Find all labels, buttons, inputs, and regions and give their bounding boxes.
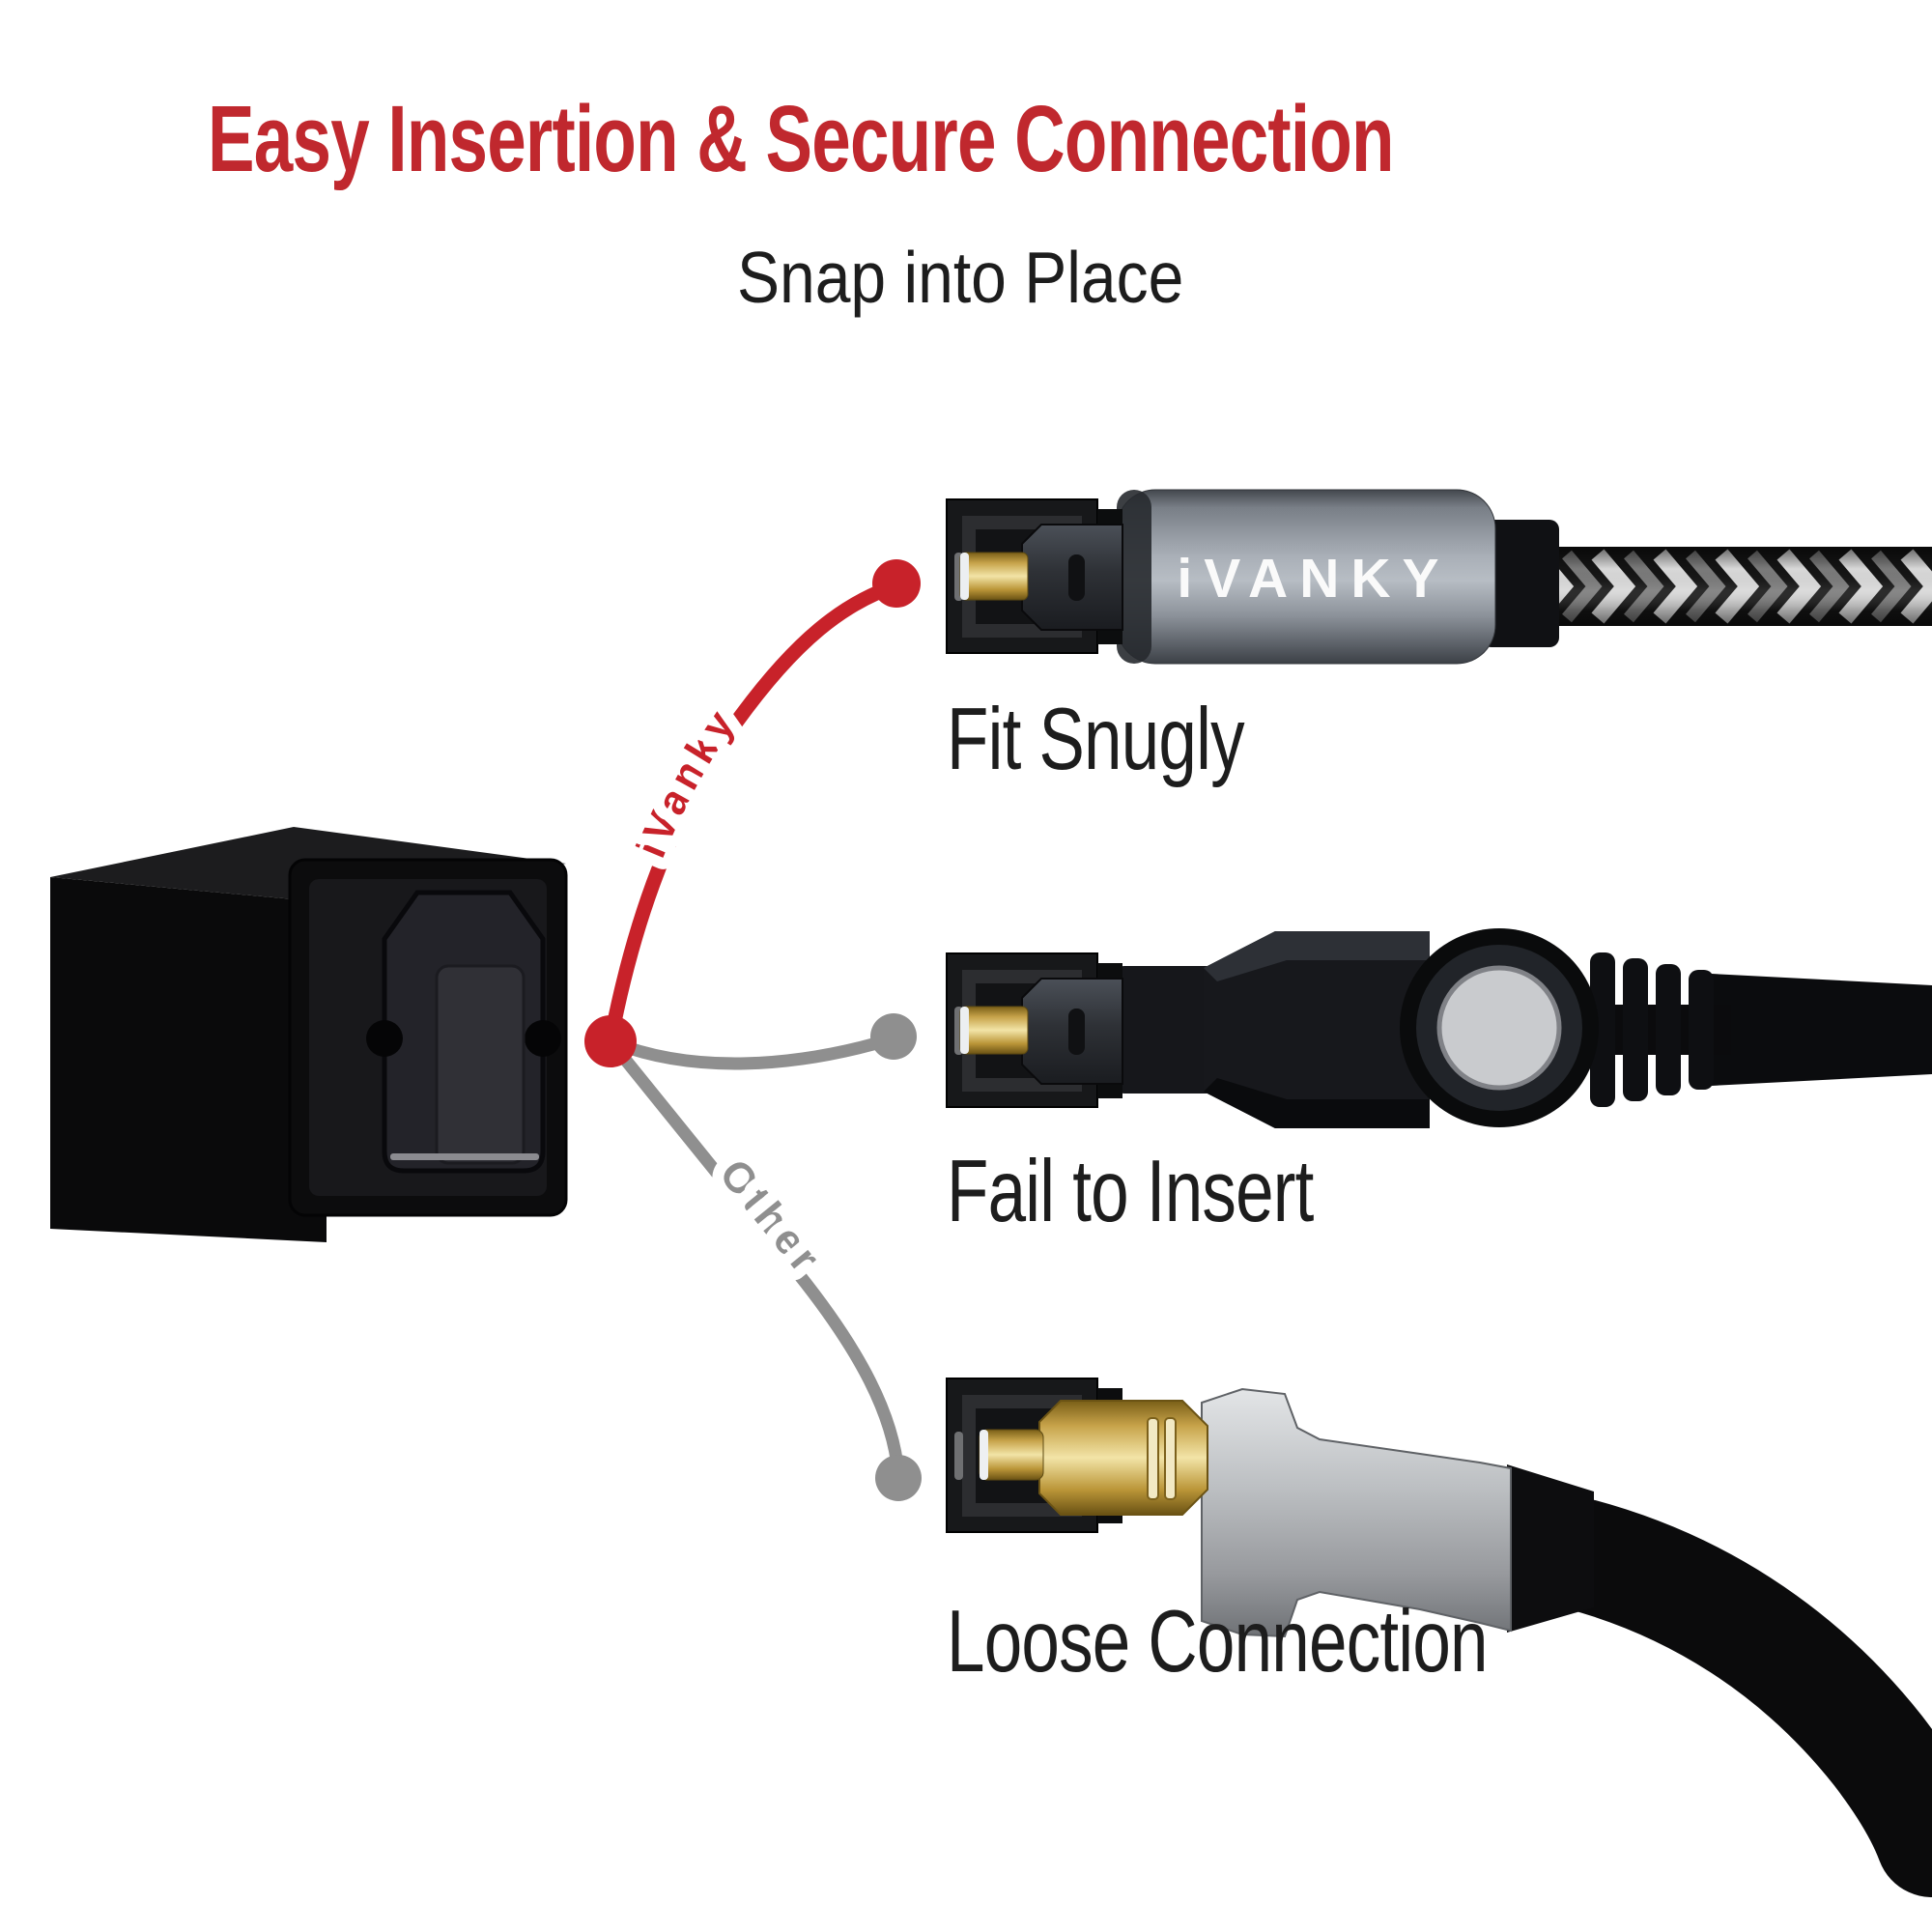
strain-rib (1689, 970, 1714, 1090)
ivanky-line-label: iVanky (628, 698, 746, 864)
silver-housing (1201, 1387, 1512, 1638)
cable-collar (1482, 520, 1559, 647)
plain-cable (1712, 974, 1932, 1086)
port-side-face (50, 877, 327, 1242)
port-notch-left (366, 1020, 403, 1057)
label-fail-to-insert: Fail to Insert (947, 1143, 1314, 1240)
other-line-label: Other (710, 1151, 831, 1284)
page-title: Easy Insertion & Secure Connection (208, 86, 1394, 191)
faceted-body-top (1204, 931, 1430, 981)
round-barrel-connector (946, 928, 1932, 1128)
cable-neck (1507, 1464, 1594, 1633)
faceted-body-bottom (1204, 1078, 1430, 1128)
callout-line-fail (604, 1032, 900, 1070)
thick-cable (1488, 1490, 1932, 1897)
housing-entry-shadow (1117, 490, 1151, 664)
strain-rib (1590, 952, 1615, 1107)
tip-collar (1117, 966, 1213, 1094)
fail-endpoint-dot (870, 1013, 917, 1060)
faceted-body (1204, 931, 1430, 1128)
ferrule-highlight (980, 1430, 988, 1480)
strain-rib (1656, 964, 1681, 1095)
callout-lines: iVanky Other (584, 559, 922, 1501)
label-loose-connection: Loose Connection (947, 1593, 1489, 1690)
junction-dot (584, 1015, 637, 1067)
barrel-face (1436, 965, 1562, 1091)
optical-wall-port (50, 827, 568, 1242)
strain-rib (1623, 958, 1648, 1101)
ivanky-braided-connector: iVANKY (946, 489, 1932, 665)
gold-tip-connector (946, 1378, 1932, 1897)
callout-line-other (611, 1041, 898, 1476)
loose-endpoint-dot (875, 1455, 922, 1501)
gold-tip-slit (1147, 1417, 1159, 1500)
page-subtitle: Snap into Place (737, 237, 1184, 318)
label-fit-snugly: Fit Snugly (947, 691, 1245, 788)
port-notch-right (525, 1020, 561, 1057)
fit-endpoint-dot (872, 559, 921, 608)
gold-tip-head (1038, 1400, 1208, 1516)
port-shutter (435, 964, 526, 1165)
gold-tip-slit (1164, 1417, 1177, 1500)
braided-cable-shading (1542, 547, 1932, 626)
brand-logo-text: iVANKY (1177, 548, 1450, 610)
gold-ferrule (979, 1429, 1044, 1481)
port-glint (390, 1153, 539, 1160)
